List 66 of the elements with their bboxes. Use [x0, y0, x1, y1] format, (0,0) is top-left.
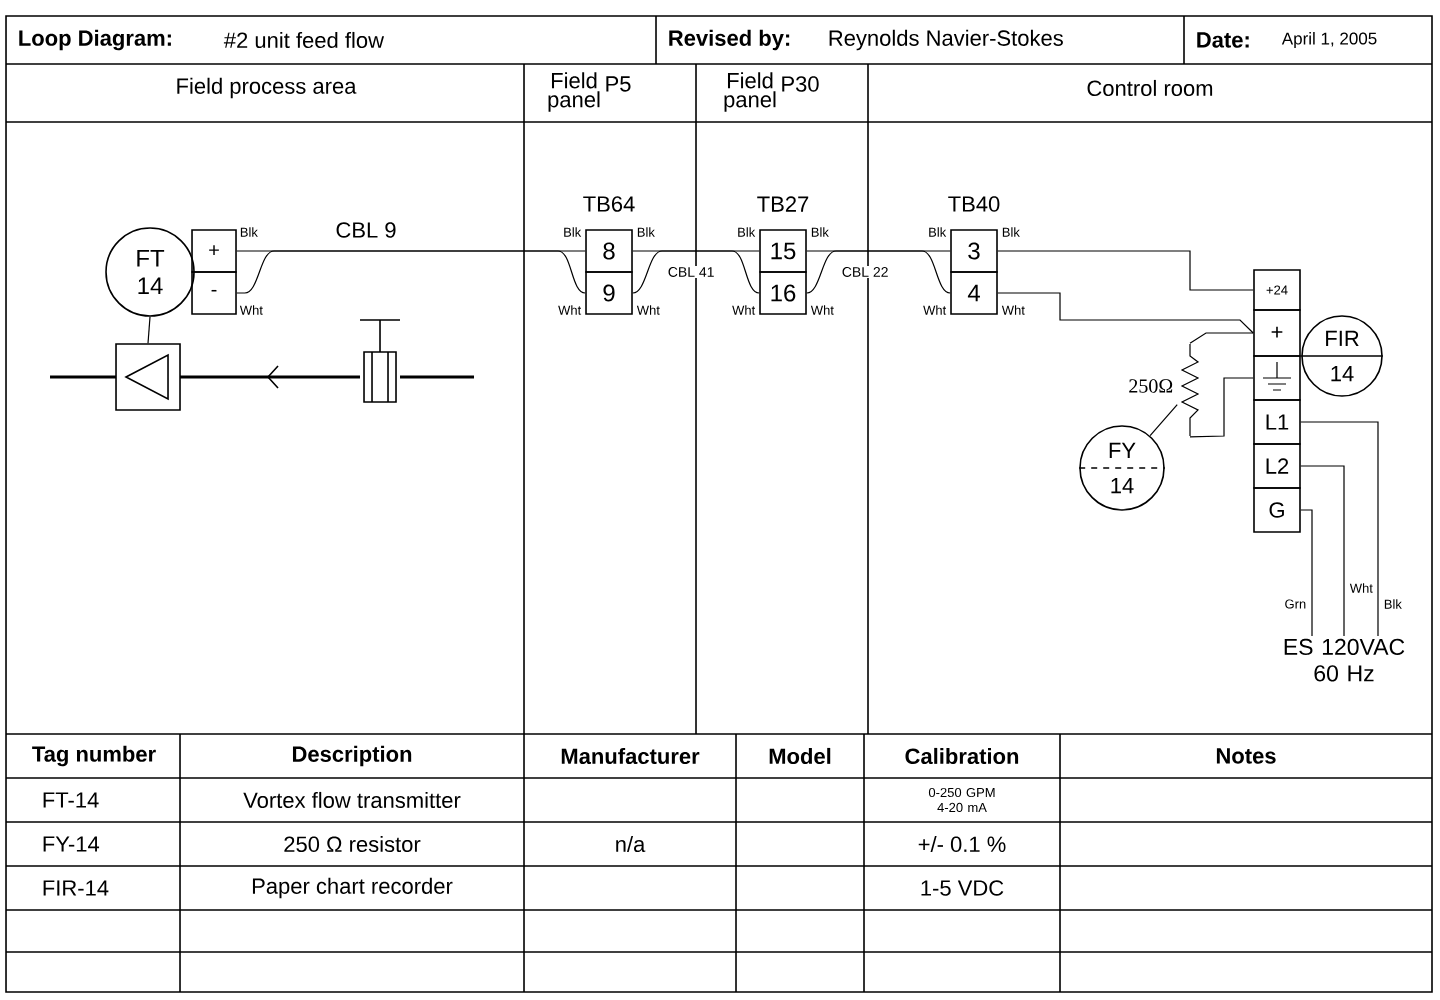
terminal-strip-label: TB40: [948, 196, 1000, 212]
table-header: Description: [293, 745, 412, 767]
column-heading: Field process area: [177, 77, 357, 99]
table-cell: +/- 0.1 %: [918, 835, 1006, 853]
flow-element-box: [115, 343, 181, 411]
instrument-bubble: FIR 14: [1300, 315, 1384, 397]
table-header: Notes: [1216, 748, 1276, 764]
terminal-box: 16: [759, 271, 807, 315]
table-header: Model: [769, 747, 831, 765]
terminal-box: G: [1253, 487, 1301, 533]
terminal-box: -: [191, 271, 237, 315]
column-heading: Field panel: [724, 72, 776, 112]
wire: [997, 250, 1254, 291]
ground-terminal: [1253, 355, 1301, 401]
instrument-bubble: FY 14: [1078, 425, 1166, 511]
column-heading: Control room: [1087, 79, 1213, 97]
table-cell: FT-14: [43, 792, 99, 808]
field-label: Loop Diagram:: [19, 29, 171, 51]
column-heading: P30: [782, 76, 819, 92]
wire: [997, 292, 1254, 334]
resistor-symbol: [1180, 343, 1200, 437]
wire: [632, 250, 760, 252]
wire: [1189, 377, 1254, 438]
table-cell: 250 Ω resistor: [284, 835, 421, 853]
field-label: Revised by:: [669, 29, 790, 51]
wire: [1189, 332, 1254, 344]
field-label: Date:: [1197, 32, 1249, 48]
title-text: #2 unit feed flow: [223, 31, 385, 49]
wire: [806, 250, 951, 252]
wire: [1300, 509, 1313, 637]
table-cell: Paper chart recorder: [252, 877, 453, 899]
field-value: Reynolds Navier-Stokes: [829, 29, 1063, 51]
wire: [147, 316, 151, 344]
terminal-strip-label: TB64: [583, 196, 635, 212]
terminal-box: +: [1253, 309, 1301, 357]
table-cell: FY-14: [43, 836, 100, 852]
wire: [236, 250, 586, 294]
terminal-box: 15: [759, 229, 807, 273]
column-heading: Field panel: [548, 72, 600, 112]
terminal-box: 3: [950, 229, 998, 273]
table-cell: FIR-14: [43, 880, 109, 896]
wire: [632, 250, 760, 294]
leader-line: [1149, 404, 1178, 437]
wire: [806, 250, 951, 294]
table-header: Manufacturer: [561, 747, 700, 765]
power-supply-label: ES 120VAC 60 Hz: [1284, 638, 1405, 682]
table-cell: n/a: [616, 835, 646, 853]
terminal-box: L1: [1253, 399, 1301, 445]
terminal-box: 8: [585, 229, 633, 273]
resistance-value: 250Ω: [1129, 379, 1173, 393]
instrument-bubble: FT 14: [105, 227, 195, 317]
terminal-box: 9: [585, 271, 633, 315]
terminal-box: L2: [1253, 443, 1301, 489]
cable-label: CBL 9: [334, 221, 398, 239]
field-value: April 1, 2005: [1281, 32, 1377, 48]
terminal-box: +: [191, 229, 237, 273]
table-header: Calibration: [905, 747, 1019, 765]
table-header: Tag number: [32, 745, 156, 767]
terminal-strip-label: TB27: [757, 196, 809, 212]
wire: [236, 250, 586, 252]
wire: [1300, 465, 1345, 637]
table-cell: Vortex flow transmitter: [243, 791, 461, 809]
wire: [1300, 421, 1379, 637]
table-cell: 1-5 VDC: [921, 880, 1004, 896]
terminal-box: 4: [950, 271, 998, 315]
column-heading: P5: [606, 76, 631, 92]
